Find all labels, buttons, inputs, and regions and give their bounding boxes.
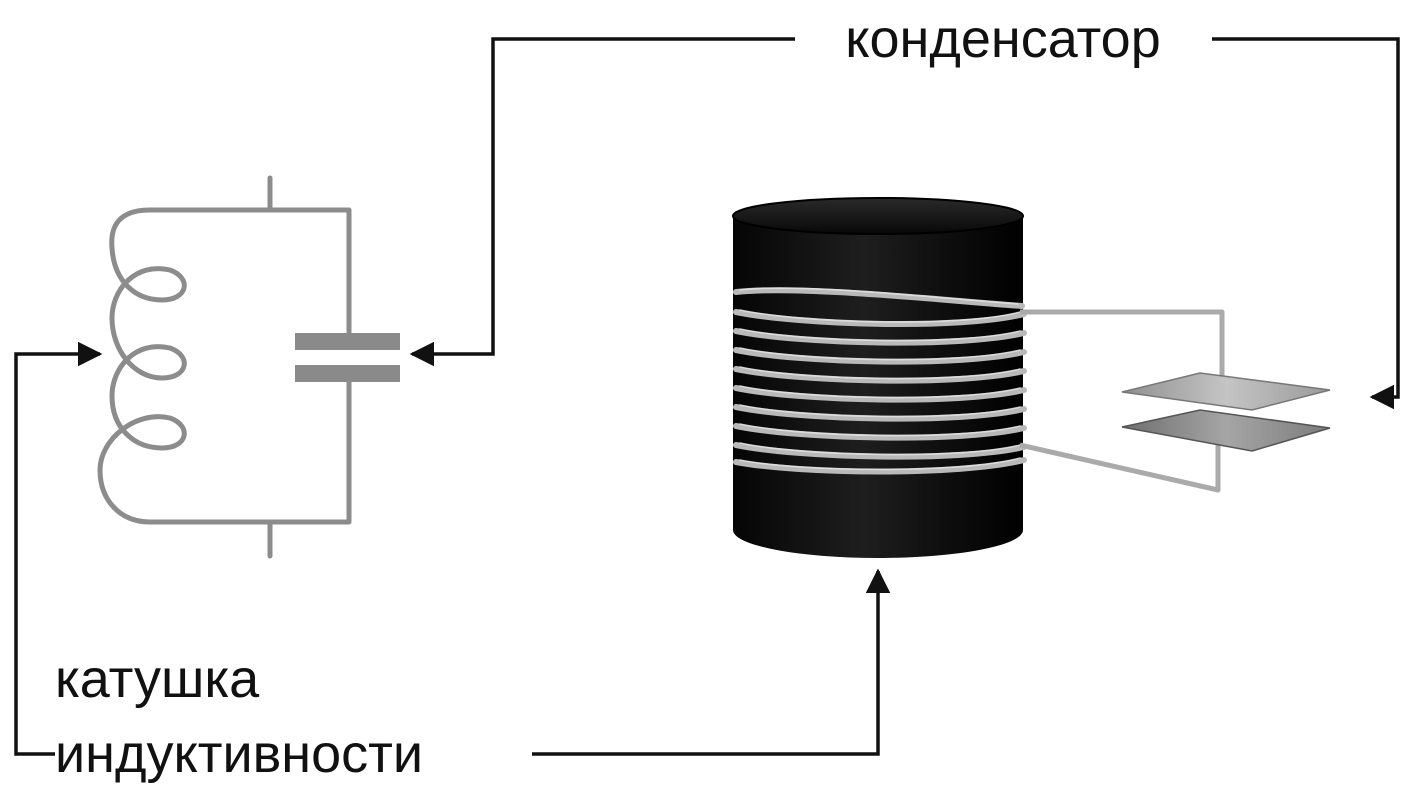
capacitor-branch-bottom-wire <box>147 377 352 525</box>
coil-windings <box>733 287 1027 475</box>
inductor-leader-to-illustration <box>532 568 891 756</box>
inductor-symbol <box>97 207 187 525</box>
capacitor-label: конденсатор <box>845 9 1160 69</box>
inductor-label-line2: индуктивности <box>55 724 423 784</box>
coil-3d-illustration <box>732 197 1027 558</box>
coil-core-top <box>732 197 1024 235</box>
lc-circuit-symbol <box>97 175 352 559</box>
capacitor-plate-top <box>295 333 400 350</box>
capacitor-plate-bottom <box>295 365 400 382</box>
inductor-label-line1: катушка <box>55 649 260 709</box>
capacitor-plate-3d-bottom <box>1121 409 1331 452</box>
capacitor-symbol <box>295 333 400 382</box>
coil-core-body <box>733 216 1023 558</box>
capacitor-plate-3d-top <box>1121 372 1331 411</box>
capacitor-3d-illustration <box>1019 309 1331 493</box>
capacitor-lead-top <box>1020 309 1225 385</box>
capacitor-leader-to-illustration <box>1212 37 1400 410</box>
capacitor-branch-top-wire <box>147 207 352 337</box>
capacitor-leader-to-symbol <box>409 37 795 367</box>
leader-lines <box>14 37 1400 756</box>
capacitor-lead-bottom <box>1019 425 1221 493</box>
inductor-leader-to-symbol <box>14 341 103 756</box>
